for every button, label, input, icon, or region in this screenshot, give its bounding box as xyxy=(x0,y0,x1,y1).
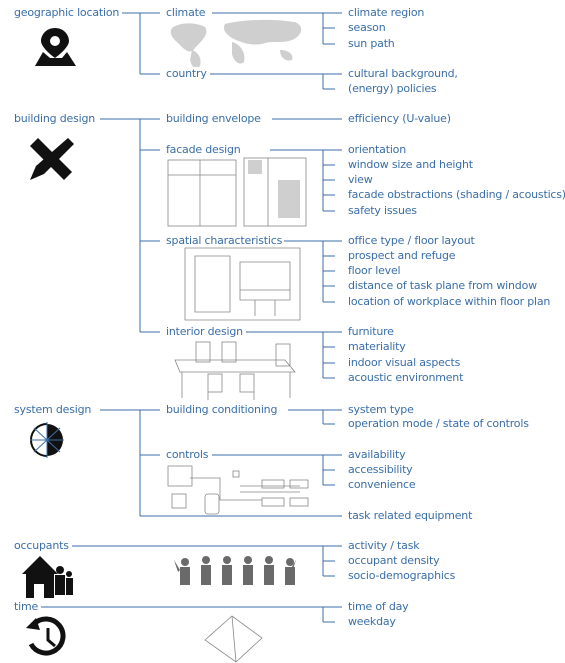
item-weekday: weekday xyxy=(348,615,398,628)
item-indoor-visual: indoor visual aspects xyxy=(348,356,463,369)
table-chairs-sketch-image xyxy=(174,341,296,400)
item-efficiency: efficiency (U-value) xyxy=(348,112,453,125)
item-acoustic-environment: acoustic environment xyxy=(348,371,466,384)
sun-snowflake-icon xyxy=(30,422,64,458)
category-occupants: occupants xyxy=(14,539,72,552)
item-activity-task: activity / task xyxy=(348,539,422,552)
category-time: time xyxy=(14,600,42,613)
item-accessibility: accessibility xyxy=(348,463,415,476)
sub-building-conditioning: building conditioning xyxy=(166,403,280,416)
item-socio-demographics: socio-demographics xyxy=(348,569,458,582)
item-view: view xyxy=(348,173,375,186)
item-window-size: window size and height xyxy=(348,158,475,171)
sub-controls: controls xyxy=(166,448,211,461)
item-season: season xyxy=(348,21,388,34)
family-house-icon xyxy=(22,556,73,598)
item-convenience: convenience xyxy=(348,478,418,491)
category-building-design: building design xyxy=(14,112,99,125)
item-facade-obstractions: facade obstractions (shading / acoustics… xyxy=(348,188,565,201)
item-system-type: system type xyxy=(348,403,416,416)
item-furniture: furniture xyxy=(348,325,396,338)
clock-history-icon xyxy=(26,616,66,656)
sub-climate: climate xyxy=(166,6,208,19)
item-cultural-background: cultural background, xyxy=(348,67,460,80)
people-group-image xyxy=(174,556,296,585)
item-occupant-density: occupant density xyxy=(348,554,442,567)
sub-facade-design: facade design xyxy=(166,143,243,156)
controls-schematic-image xyxy=(167,465,309,515)
pencil-ruler-icon xyxy=(30,138,74,180)
item-sun-path: sun path xyxy=(348,37,397,50)
calendar-book-image xyxy=(204,615,263,663)
item-task-related-equipment: task related equipment xyxy=(348,509,475,522)
item-availability: availability xyxy=(348,448,408,461)
item-climate-region: climate region xyxy=(348,6,427,19)
category-system-design: system design xyxy=(14,403,95,416)
item-materiality: materiality xyxy=(348,340,408,353)
item-floor-level: floor level xyxy=(348,264,403,277)
item-distance-task-plane: distance of task plane from window xyxy=(348,279,539,292)
facade-sketch-image xyxy=(167,157,307,227)
sub-country: country xyxy=(166,67,209,80)
map-pin-icon xyxy=(35,28,76,66)
item-safety-issues: safety issues xyxy=(348,204,419,217)
item-orientation: orientation xyxy=(348,143,408,156)
item-location-workplace: location of workplace within floor plan xyxy=(348,295,553,308)
item-energy-policies: (energy) policies xyxy=(348,82,439,95)
item-time-of-day: time of day xyxy=(348,600,411,613)
item-office-type: office type / floor layout xyxy=(348,234,477,247)
category-geographic-location: geographic location xyxy=(14,6,123,19)
sub-interior-design: interior design xyxy=(166,325,245,338)
sub-building-envelope: building envelope xyxy=(166,112,263,125)
sub-spatial-characteristics: spatial characteristics xyxy=(166,234,285,247)
spatial-sketch-image xyxy=(184,247,301,321)
world-map-image xyxy=(170,19,302,68)
item-prospect-refuge: prospect and refuge xyxy=(348,249,458,262)
item-operation-mode: operation mode / state of controls xyxy=(348,417,531,430)
